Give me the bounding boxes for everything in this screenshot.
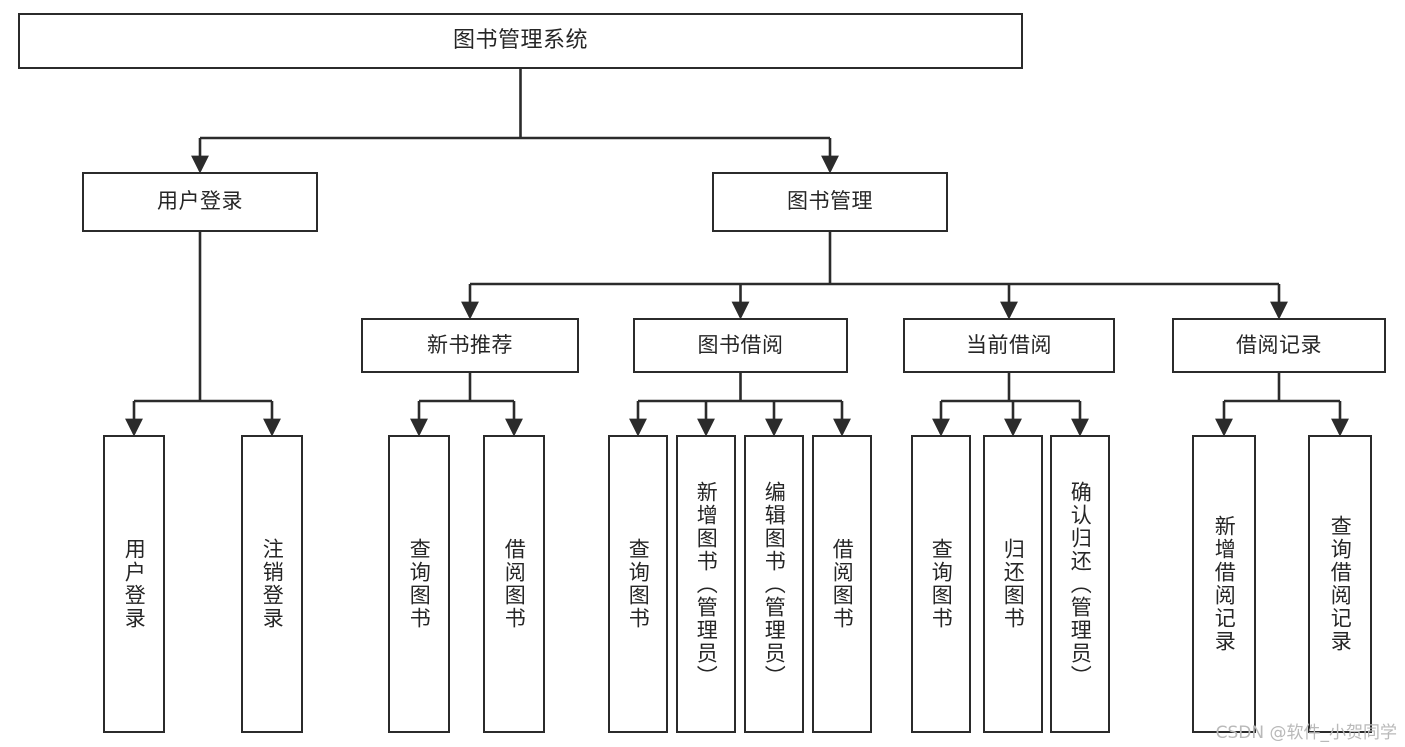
node-l2[interactable]: 注销登录 <box>241 435 303 733</box>
node-label: 图书管理系统 <box>452 27 588 53</box>
node-l7[interactable]: 编辑图书（管理员） <box>744 435 804 733</box>
node-label: 借阅图书 <box>830 538 855 630</box>
node-label: 借阅图书 <box>502 538 527 630</box>
node-current[interactable]: 当前借阅 <box>903 318 1115 373</box>
node-label: 图书管理 <box>787 189 873 214</box>
node-label: 编辑图书（管理员） <box>762 480 787 688</box>
node-l11[interactable]: 确认归还（管理员） <box>1050 435 1110 733</box>
node-l3[interactable]: 查询图书 <box>388 435 450 733</box>
node-login[interactable]: 用户登录 <box>82 172 318 232</box>
node-borrow[interactable]: 图书借阅 <box>633 318 848 373</box>
node-label: 新增图书（管理员） <box>694 480 719 688</box>
node-label: 查询图书 <box>407 538 432 630</box>
node-label: 归还图书 <box>1001 538 1026 630</box>
node-l1[interactable]: 用户登录 <box>103 435 165 733</box>
node-l10[interactable]: 归还图书 <box>983 435 1043 733</box>
node-l8[interactable]: 借阅图书 <box>812 435 872 733</box>
node-l12[interactable]: 新增借阅记录 <box>1192 435 1256 733</box>
node-root[interactable]: 图书管理系统 <box>18 13 1023 69</box>
node-bookmgmt[interactable]: 图书管理 <box>712 172 948 232</box>
node-label: 新增借阅记录 <box>1212 515 1237 653</box>
node-label: 注销登录 <box>260 538 285 630</box>
node-label: 查询图书 <box>626 538 651 630</box>
node-label: 新书推荐 <box>427 332 513 357</box>
node-l5[interactable]: 查询图书 <box>608 435 668 733</box>
node-label: 当前借阅 <box>966 332 1052 357</box>
node-label: 借阅记录 <box>1236 332 1322 357</box>
node-label: 确认归还（管理员） <box>1068 480 1093 688</box>
node-label: 用户登录 <box>122 538 147 630</box>
node-label: 图书借阅 <box>697 332 784 357</box>
node-l6[interactable]: 新增图书（管理员） <box>676 435 736 733</box>
node-l9[interactable]: 查询图书 <box>911 435 971 733</box>
node-records[interactable]: 借阅记录 <box>1172 318 1386 373</box>
node-label: 用户登录 <box>157 189 243 214</box>
node-label: 查询图书 <box>929 538 954 630</box>
node-l13[interactable]: 查询借阅记录 <box>1308 435 1372 733</box>
node-newbook[interactable]: 新书推荐 <box>361 318 579 373</box>
node-l4[interactable]: 借阅图书 <box>483 435 545 733</box>
node-label: 查询借阅记录 <box>1328 515 1353 653</box>
